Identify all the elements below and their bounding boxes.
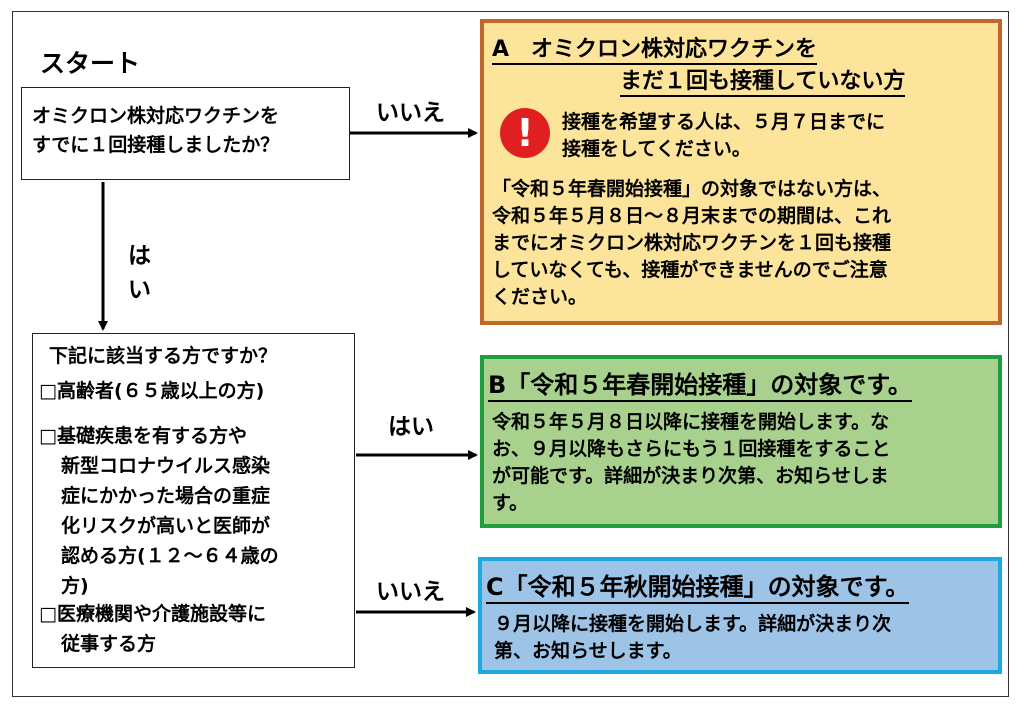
box-a-alert-line: 接種をしてください。 bbox=[562, 138, 751, 160]
result-box-c: C「令和５年秋開始接種」の対象です。 ９月以降に接種を開始します。詳細が決まり次… bbox=[478, 557, 1002, 674]
criteria-line: 認める方(１２～６４歳の bbox=[61, 545, 279, 567]
criteria-line: □基礎疾患を有する方や bbox=[39, 425, 247, 447]
criteria-line: 化リスクが高いと医師が bbox=[61, 515, 271, 537]
edge-label-q2-no: いいえ bbox=[376, 579, 445, 605]
box-b-line: お、９月以降もさらにもう１回接種をすること bbox=[492, 438, 891, 460]
question-1-line: オミクロン株対応ワクチンを bbox=[32, 105, 280, 127]
criteria-line: □高齢者(６５歳以上の方) bbox=[39, 380, 265, 402]
box-a-note-line: していなくても、接種ができませんのでご注意 bbox=[492, 259, 888, 281]
criteria-line: □医療機関や介護施設等に bbox=[39, 603, 266, 625]
edge-label-q1-yes: は い bbox=[128, 236, 151, 304]
box-a-heading-line1: A オミクロン株対応ワクチンを bbox=[492, 31, 818, 65]
box-a-alert-line: 接種を希望する人は、５月７日までに bbox=[562, 111, 886, 133]
box-b-body: 令和５年５月８日以降に接種を開始します。な お、９月以降もさらにもう１回接種をす… bbox=[492, 409, 890, 517]
box-c-body: ９月以降に接種を開始します。詳細が決まり次 第、お知らせします。 bbox=[494, 611, 891, 665]
box-c-heading: C「令和５年秋開始接種」の対象です。 bbox=[486, 567, 910, 604]
box-a-note-line: までにオミクロン株対応ワクチンを１回も接種 bbox=[492, 232, 892, 254]
box-a-alert: 接種を希望する人は、５月７日までに 接種をしてください。 bbox=[562, 109, 885, 163]
box-a-note-line: ください。 bbox=[492, 286, 588, 308]
criteria-item: □基礎疾患を有する方や 新型コロナウイルス感染 症にかかった場合の重症 化リスク… bbox=[39, 421, 279, 601]
question-1-box: オミクロン株対応ワクチンを すでに１回接種しましたか？ bbox=[21, 87, 350, 180]
criteria-line: 従事する方 bbox=[61, 633, 157, 655]
criteria-item: □高齢者(６５歳以上の方) bbox=[39, 376, 264, 406]
box-c-line: ９月以降に接種を開始します。詳細が決まり次 bbox=[494, 613, 892, 635]
question-2-title: 下記に該当する方ですか？ bbox=[49, 345, 278, 367]
criteria-line: 方) bbox=[61, 575, 89, 597]
box-b-line: 令和５年５月８日以降に接種を開始します。な bbox=[492, 411, 890, 433]
edge-label-q2-yes: はい bbox=[388, 414, 434, 440]
box-a-note: 「令和５年春開始接種」の対象ではない方は、 令和５年５月８日～８月末までの期間は… bbox=[492, 176, 891, 311]
question-2-box: 下記に該当する方ですか？ □高齢者(６５歳以上の方) □基礎疾患を有する方や 新… bbox=[32, 333, 355, 668]
box-b-heading: B「令和５年春開始接種」の対象です。 bbox=[488, 365, 912, 402]
result-box-b: B「令和５年春開始接種」の対象です。 令和５年５月８日以降に接種を開始します。な… bbox=[480, 355, 1002, 528]
box-b-line: す。 bbox=[492, 492, 529, 514]
edge-label-q1-no: いいえ bbox=[376, 100, 445, 126]
result-box-a: A オミクロン株対応ワクチンを まだ１回も接種していない方 ! 接種を希望する人… bbox=[480, 19, 1002, 325]
box-a-note-line: 令和５年５月８日～８月末までの期間は、これ bbox=[492, 205, 892, 227]
question-1-line: すでに１回接種しましたか？ bbox=[32, 134, 280, 156]
box-b-line: が可能です。詳細が決まり次第、お知らせしま bbox=[492, 465, 889, 487]
diagram-frame bbox=[12, 11, 1009, 697]
edge-label-char: い bbox=[128, 277, 151, 303]
criteria-line: 新型コロナウイルス感染 bbox=[61, 455, 271, 477]
criteria-item: □医療機関や介護施設等に 従事する方 bbox=[39, 599, 266, 659]
criteria-line: 症にかかった場合の重症 bbox=[61, 485, 271, 507]
box-c-line: 第、お知らせします。 bbox=[494, 640, 682, 662]
exclamation-icon: ! bbox=[500, 108, 550, 158]
box-a-heading-line2: まだ１回も接種していない方 bbox=[620, 63, 906, 97]
box-a-note-line: 「令和５年春開始接種」の対象ではない方は、 bbox=[492, 178, 892, 200]
start-label: スタート bbox=[40, 49, 141, 78]
edge-label-char: は bbox=[128, 243, 151, 269]
